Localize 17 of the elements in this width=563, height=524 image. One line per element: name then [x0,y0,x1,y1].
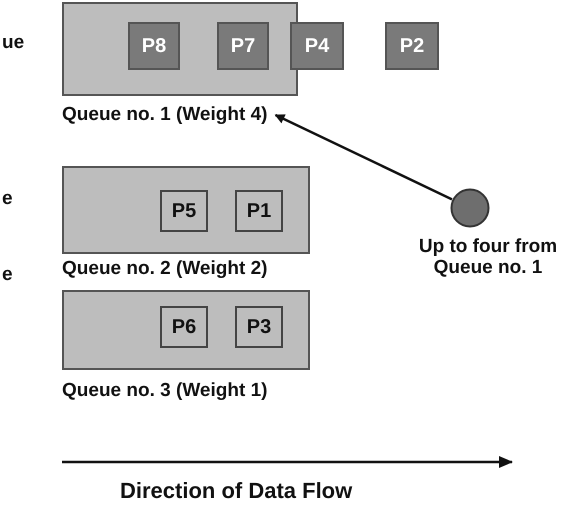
packet-box: P4 [290,22,344,70]
queue-caption: Queue no. 3 (Weight 1) [62,380,268,402]
packet-box: P6 [160,306,208,348]
arrow [274,114,452,200]
note-text: Up to four from Queue no. 1 [418,236,558,278]
queue-caption: Queue no. 2 (Weight 2) [62,258,268,280]
packet-box: P5 [160,190,208,232]
cut-off-text: e [2,188,13,210]
cut-off-text: e [2,264,13,286]
queue-caption: Queue no. 1 (Weight 4) [62,104,268,126]
packet-box: P8 [128,22,180,70]
packet-box: P7 [217,22,269,70]
packet-box: P2 [385,22,439,70]
packet-box: P1 [235,190,283,232]
packet-box: P3 [235,306,283,348]
flow-direction-label: Direction of Data Flow [120,478,352,504]
cut-off-text: ue [2,32,24,54]
